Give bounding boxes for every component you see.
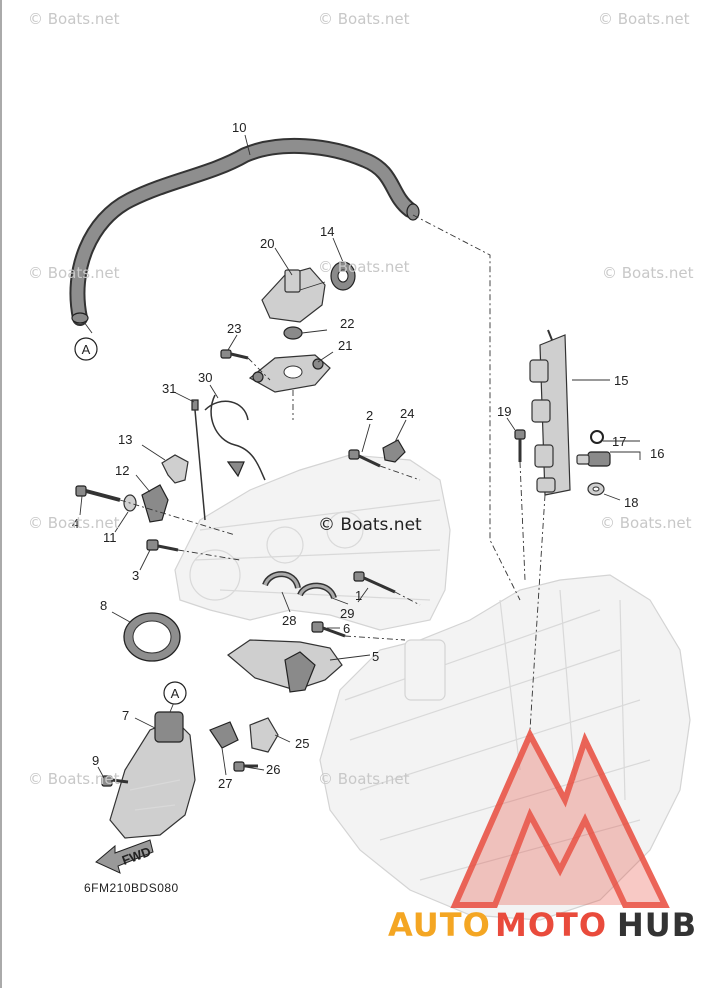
callout-29: 29 <box>340 606 354 621</box>
pin-part-31 <box>191 399 206 521</box>
callout-9: 9 <box>92 753 99 768</box>
watermark: © Boats.net <box>28 10 120 28</box>
callout-17: 17 <box>612 434 626 449</box>
assembly-lines <box>119 214 546 731</box>
bracket-part-12 <box>141 484 169 523</box>
bolt-part-4 <box>75 485 121 502</box>
callout-2: 2 <box>366 408 373 423</box>
brand-part-hub: HUB <box>617 906 697 944</box>
callout-20: 20 <box>260 236 274 251</box>
brand-part-moto: MOTO <box>495 906 607 944</box>
callout-5: 5 <box>372 649 379 664</box>
callout-28: 28 <box>282 613 296 628</box>
callout-10: 10 <box>232 120 246 135</box>
watermark: © Boats.net <box>600 514 692 532</box>
callout-18: 18 <box>624 495 638 510</box>
watermark: © Boats.net <box>602 264 694 282</box>
sensor-part-16 <box>576 451 611 467</box>
engine-block-ghost <box>319 574 691 921</box>
cable-tie-part-30 <box>204 394 266 481</box>
watermarks: © Boats.net © Boats.net © Boats.net © Bo… <box>28 10 694 788</box>
clip-part-25 <box>249 717 279 753</box>
clip-part-27 <box>209 721 239 749</box>
leader-lines <box>79 134 641 779</box>
fuel-rail-part-15 <box>529 329 571 496</box>
ref-marker-label: A <box>82 342 91 357</box>
watermark: © Boats.net <box>28 770 120 788</box>
bolt-part-3 <box>146 539 179 552</box>
grommet-part-14 <box>330 261 356 291</box>
watermark: © Boats.net <box>318 10 410 28</box>
washer-part-22 <box>283 326 303 340</box>
bolt-part-26 <box>233 761 258 772</box>
ref-marker-a-top: A <box>74 337 98 361</box>
callout-4: 4 <box>72 516 79 531</box>
watermark: © Boats.net <box>28 264 120 282</box>
bracket-part-5 <box>227 639 343 693</box>
callout-11: 11 <box>103 530 117 545</box>
ref-marker-a-bottom: A <box>163 681 187 705</box>
callout-12: 12 <box>115 463 129 478</box>
callout-3: 3 <box>132 568 139 583</box>
callout-1: 1 <box>355 588 362 603</box>
bolt-part-9 <box>101 775 129 787</box>
callout-24: 24 <box>400 406 414 421</box>
clip-part-13 <box>161 454 189 484</box>
ref-marker-label: A <box>171 686 180 701</box>
callout-23: 23 <box>227 321 241 336</box>
throttle-body-part-7 <box>109 711 196 839</box>
callout-22: 22 <box>340 316 354 331</box>
callout-labels: 1 2 3 4 5 6 7 8 9 10 11 12 13 14 15 16 1… <box>72 120 664 791</box>
callout-21: 21 <box>338 338 352 353</box>
hose-part-10 <box>69 137 420 326</box>
callout-6: 6 <box>343 621 350 636</box>
callout-27: 27 <box>218 776 232 791</box>
fwd-label: FWD <box>120 844 153 868</box>
brand-text: AUTO MOTO HUB <box>388 906 697 944</box>
diagram-code: 6FM210BDS080 <box>84 881 179 895</box>
gasket-part-8 <box>123 612 181 662</box>
watermark: © Boats.net <box>598 10 690 28</box>
clamp-part-29 <box>297 582 337 600</box>
callout-8: 8 <box>100 598 107 613</box>
callout-31: 31 <box>162 381 176 396</box>
bolt-part-6 <box>311 621 346 638</box>
watermark: © Boats.net <box>318 770 410 788</box>
sensor-part-20 <box>261 267 326 323</box>
callout-16: 16 <box>650 446 664 461</box>
callout-19: 19 <box>497 404 511 419</box>
bolt-part-2 <box>348 449 381 468</box>
watermark: © Boats.net <box>318 258 410 276</box>
fwd-arrow: FWD <box>95 839 154 874</box>
watermark: © Boats.net <box>28 514 120 532</box>
callout-15: 15 <box>614 373 628 388</box>
callout-30: 30 <box>198 370 212 385</box>
brand-part-auto: AUTO <box>388 906 491 944</box>
bracket-part-21 <box>248 354 331 393</box>
center-watermark: © Boats.net <box>318 515 422 535</box>
oring-part-17 <box>590 430 604 444</box>
bolt-part-19 <box>514 429 526 462</box>
clamp-part-28 <box>262 571 301 589</box>
callout-26: 26 <box>266 762 280 777</box>
bolt-part-1 <box>353 571 396 594</box>
callout-7: 7 <box>122 708 129 723</box>
clip-part-24 <box>382 439 406 463</box>
bolt-part-23 <box>220 349 249 360</box>
callout-14: 14 <box>320 224 334 239</box>
callout-25: 25 <box>295 736 309 751</box>
brand-logo <box>450 728 670 908</box>
intake-manifold-ghost <box>174 454 451 631</box>
washer-part-18 <box>587 482 605 496</box>
callout-13: 13 <box>118 432 132 447</box>
